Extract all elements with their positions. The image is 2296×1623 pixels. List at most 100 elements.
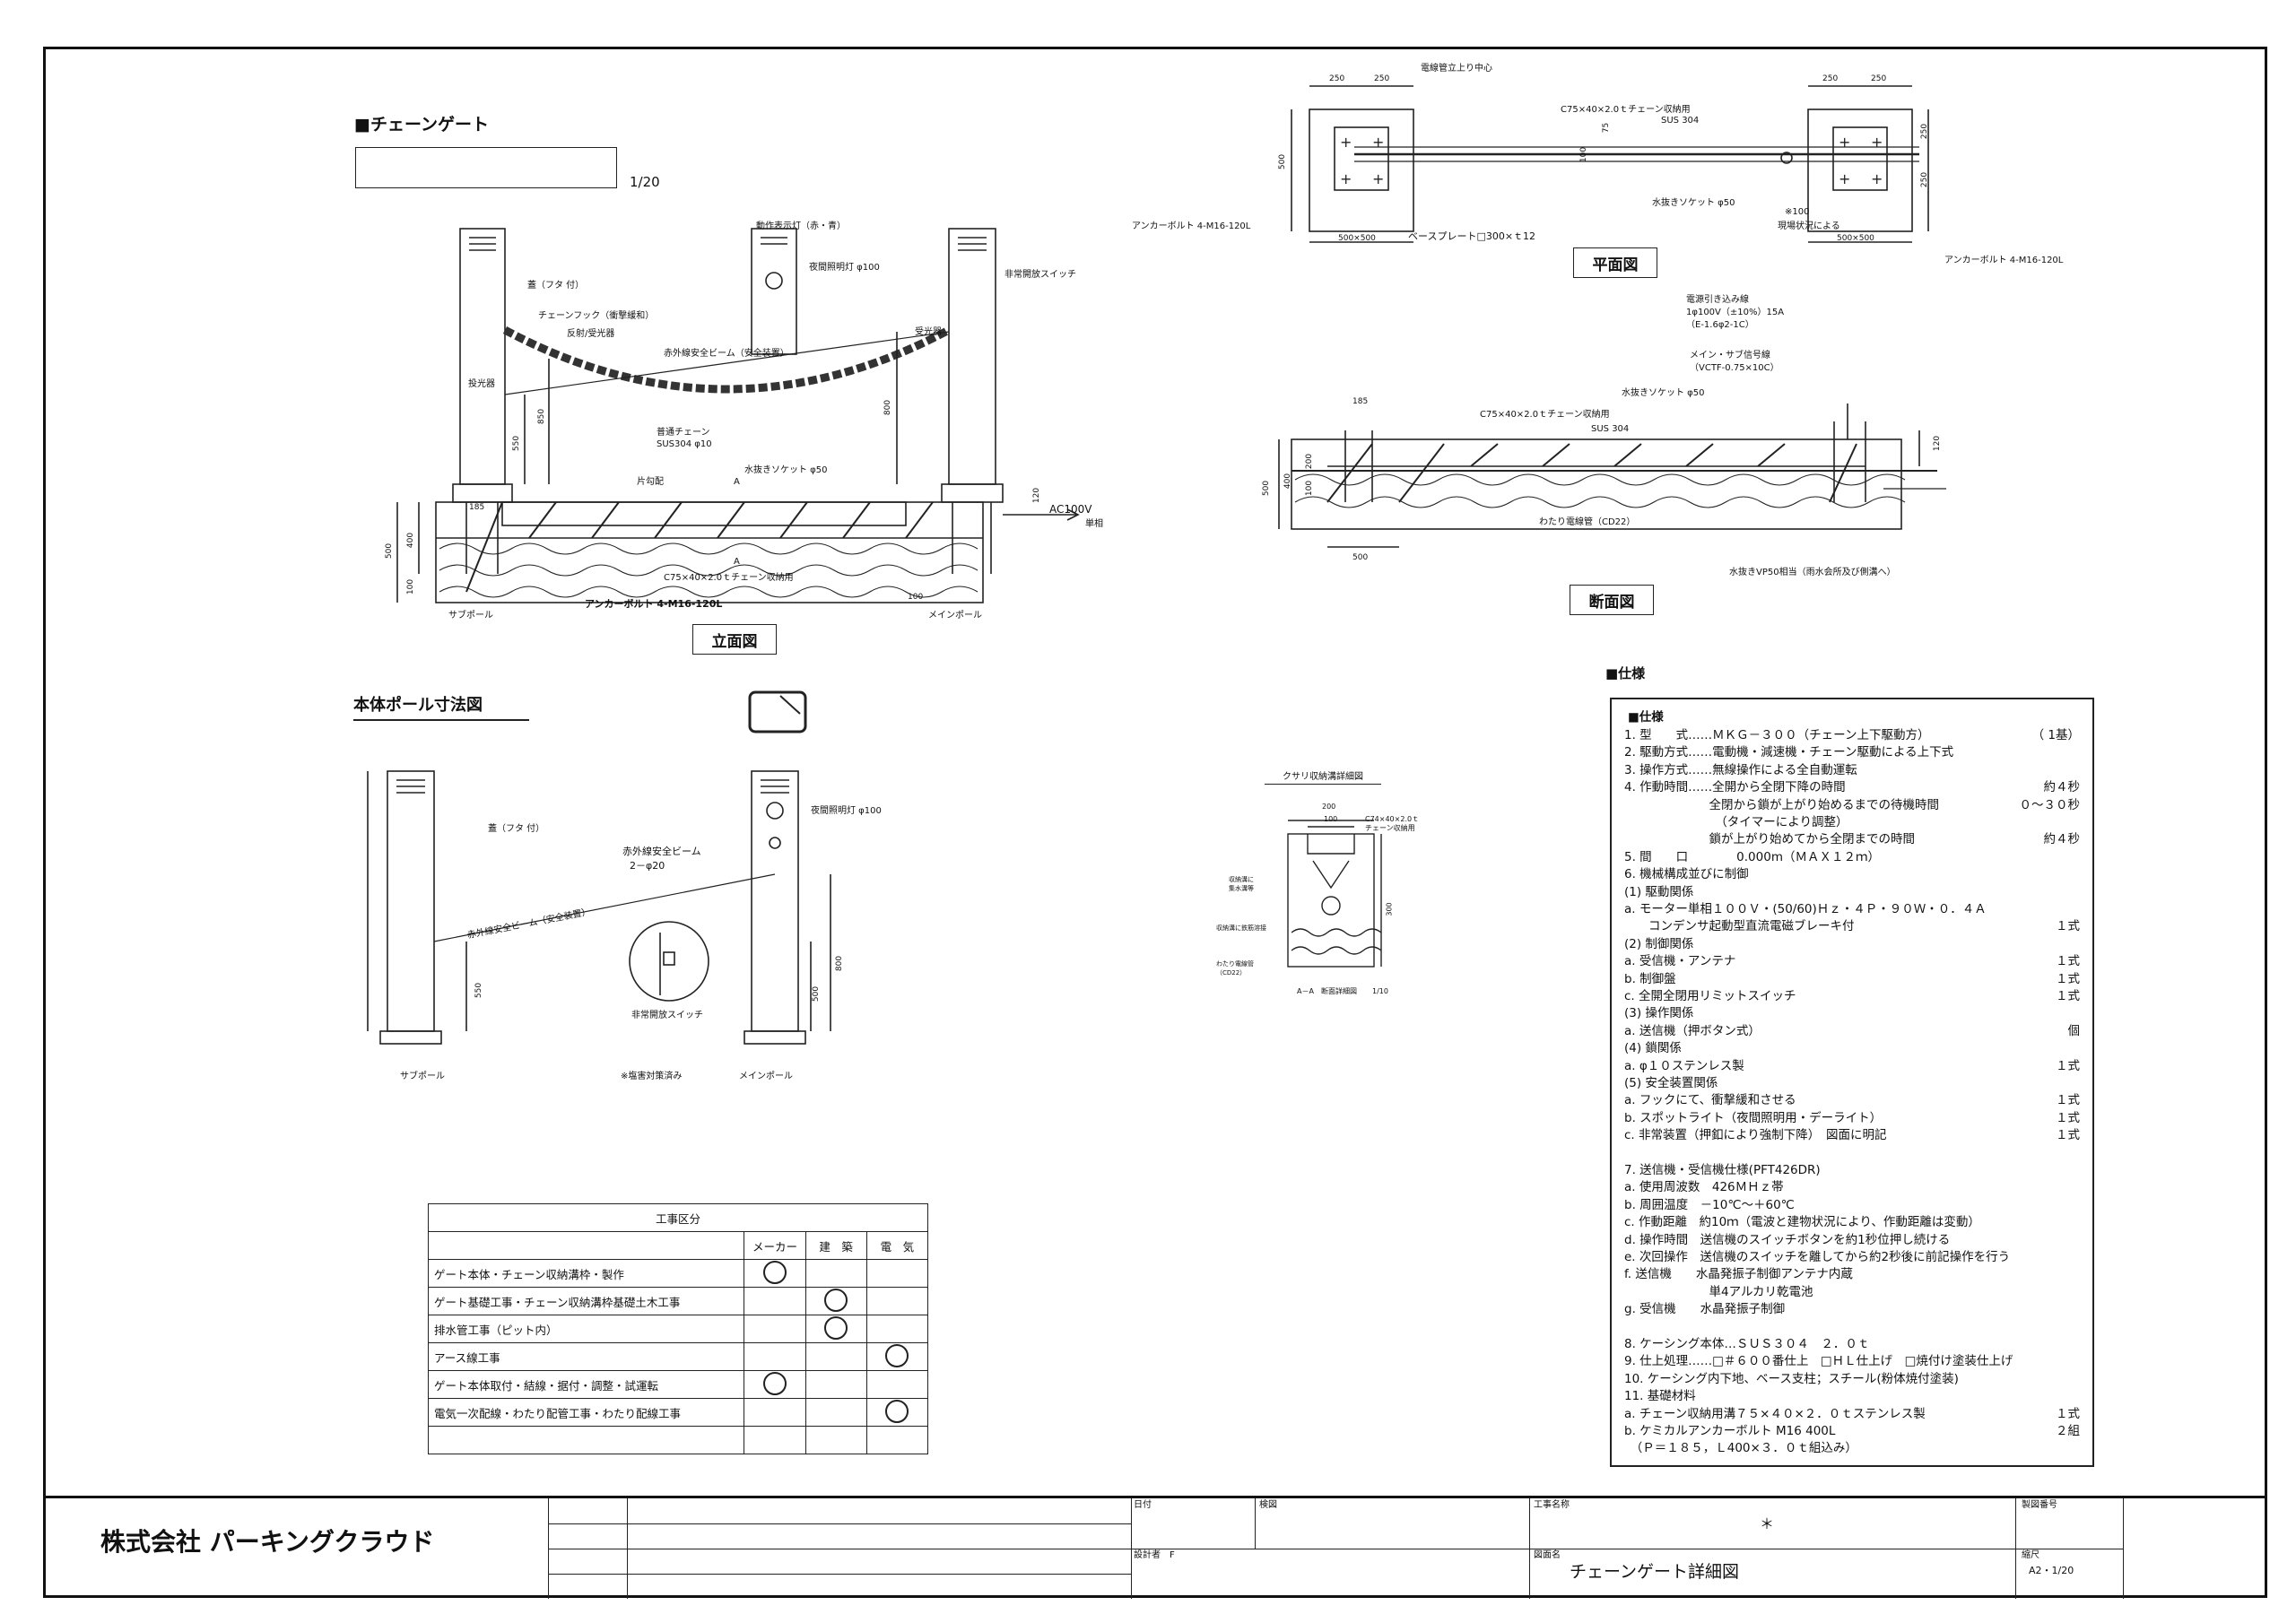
pole-label-beam-spec: 2－φ20 [630,860,665,872]
svg-text:+: + [1340,170,1352,187]
spec-line: a. 使用周波数 426ＭＨｚ帯 [1624,1180,1784,1195]
work-table-mark-cell [744,1287,806,1315]
plan-label-conduit: 電線管立上り中心 [1421,64,1492,74]
spec-line: b. ケミカルアンカーボルト M16 400L [1624,1424,1836,1438]
plan-label-base-plate: ベースプレート□300×ｔ12 [1408,230,1536,242]
pole-label-lid: 蓋（フタ 付） [488,824,545,834]
detail-l3b: （CD22） [1216,969,1247,976]
work-table-row [427,1426,929,1454]
spec-line: 5. 間 口 0.000m（ＭＡＸ１２ｍ） [1624,849,1880,864]
section-label-conduit: わたり電線管（CD22） [1539,517,1636,527]
svg-text:+: + [1372,134,1384,151]
spec-line: a. 送信機（押ボタン式） [1624,1023,1761,1038]
work-table-row: ゲート本体取付・結線・据付・調整・試運転 [427,1370,929,1399]
spec-line-qty: （ 1基） [2031,728,2080,742]
tb-project-value: ＊ [1760,1515,1775,1532]
spec-line: c. 全開全閉用リミットスイッチ [1624,989,1796,1003]
work-table-item: アース線工事 [427,1342,745,1371]
spec-line: a. チェーン収納用溝７５×４０×２．０ｔステンレス製 [1624,1406,1926,1421]
pole-top-icon [748,690,807,733]
spec-line: （タイマーにより調整） [1624,815,1848,829]
spec-line: (1) 駆動関係 [1624,884,1694,899]
pole-label-emergency: 非常開放スイッチ [631,1011,703,1020]
work-table-mark-cell [865,1287,929,1315]
spec-heading: ■仕様 [1605,665,1646,681]
work-table-head-maker: メーカー [744,1231,806,1260]
spec-line: 9. 仕上処理……□＃６００番仕上 □ＨＬ仕上げ □焼付け塗装仕上げ [1624,1354,2013,1369]
work-table-mark-cell [804,1259,867,1288]
spec-line-qty: １式 [2056,1110,2080,1125]
section-dim-185: 185 [1352,397,1369,406]
spec-line-qty: １式 [2056,919,2080,934]
section-label-power-spec2: （E-1.6φ2-1C） [1686,320,1754,330]
work-table-mark-cell [804,1342,867,1371]
detail-l3: わたり電線管 [1216,960,1254,968]
section-foundation [1291,438,1902,530]
label-ac-sub: 単相 [1085,519,1103,529]
section-label-signal-spec: （VCTF-0.75×10C） [1690,363,1779,373]
section-dim-500b: 500 [1352,553,1369,562]
detail-aa-scale: 1/10 [1372,987,1388,995]
tb-date-label: 日付 [1134,1500,1152,1510]
spec-line: (4) 鎖関係 [1624,1041,1682,1056]
detail-title-underline [1265,784,1381,785]
plan-dim-500x500-left: 500×500 [1338,234,1376,243]
drawing-frame [43,47,2267,1598]
work-table-title: 工事区分 [428,1203,928,1232]
pole-dims-underline [353,719,529,721]
spec-line: 10. ケーシング内下地、ベース支柱；スチール(粉体焼付塗装) [1624,1371,1959,1386]
plan-left-base [1309,108,1414,232]
spec-line: a. φ１０ステンレス製 [1624,1058,1744,1073]
work-table-mark-cell [804,1315,867,1343]
label-slope: 片勾配 [637,477,664,487]
work-table-item: ゲート本体取付・結線・据付・調整・試運転 [427,1370,745,1399]
detail-aa-title: A－A 断面詳細図 [1297,987,1357,995]
work-table-mark-cell [744,1398,806,1427]
plan-label-anchor-left: アンカーボルト 4-M16-120L [1132,221,1251,231]
pole-label-beam: 赤外線安全ビーム [622,846,701,857]
label-status-light: 動作表示灯（赤・青） [756,221,846,231]
spec-line-qty: 約４秒 [2043,832,2081,847]
work-table-row: 排水管工事（ピット内） [427,1315,929,1343]
spec-line-qty: １式 [2056,954,2080,969]
dim-185: 185 [469,503,485,512]
spec-line: d. 操作時間 送信機のスイッチボタンを約1秒位押し続ける [1624,1232,1951,1247]
spec-line: 4. 作動時間……全開から全閉下降の時間 [1624,780,1846,795]
spec-line-qty: １式 [2056,1093,2080,1108]
plan-dim-500x500-right: 500×500 [1837,234,1874,243]
pole-detail-circle [629,921,709,1002]
spec-line: c. 非常装置（押釦により強制下降） 図面に明記 [1624,1128,1887,1143]
title-block [46,1496,2266,1599]
spec-line-qty: 約４秒 [2043,780,2081,795]
label-reflector: 反射/受光器 [567,329,615,339]
work-table-mark-cell [804,1370,867,1399]
spec-line: 3. 操作方式……無線操作による全自動運転 [1624,762,1857,777]
work-table-head-blank [427,1231,745,1260]
spec-line: コンデンサ起動型直流電磁ブレーキ付 [1624,919,1855,934]
detail-channel2: チェーン収納用 [1365,824,1415,832]
work-table: 工事区分 メーカー 建 築 電 気 ゲート本体・チェーン収納溝枠・製作ゲート基礎… [427,1203,929,1454]
spec-line: b. 制御盤 [1624,971,1676,986]
work-table-body: ゲート本体・チェーン収納溝枠・製作ゲート基礎工事・チェーン収納溝枠基礎土木工事排… [427,1259,929,1454]
svg-text:+: + [1871,170,1883,187]
pole-label-main: メインポール [739,1072,793,1081]
label-beam: 赤外線安全ビーム（安全装置） [664,349,789,359]
svg-text:+: + [1839,170,1850,187]
plan-dim-250a: 250 [1329,74,1345,83]
circle-mark-icon [824,1315,848,1340]
tb-scale-value: A2・1/20 [2029,1565,2074,1576]
spec-line: (5) 安全装置関係 [1624,1076,1718,1090]
elevation-center-pole [751,228,797,355]
section-label-channel: C75×40×2.0ｔチェーン収納用 [1480,410,1610,420]
circle-mark-icon [885,1399,909,1423]
work-table-mark-cell [804,1287,867,1315]
plan-label-anchor-right: アンカーボルト 4-M16-120L [1944,256,2064,265]
title-box [355,147,617,188]
tb-designer-label: 設計者 F [1134,1550,1175,1560]
section-title-chain-gate: ■チェーンゲート [354,115,490,135]
